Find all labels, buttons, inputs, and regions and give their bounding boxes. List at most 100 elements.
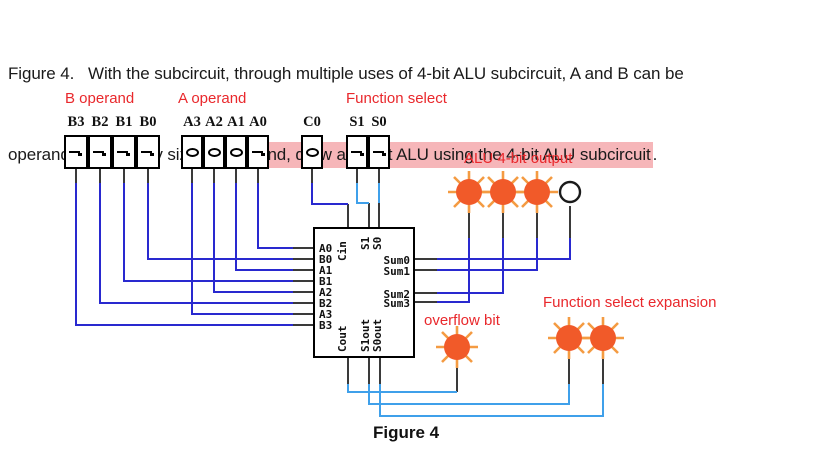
label-overflow-bit: overflow bit [424,312,500,329]
toggle-switch-icon[interactable] [136,135,160,169]
switch-label: B1 [115,114,133,130]
pin-label-cout: Cout [336,325,349,353]
toggle-switch-icon[interactable] [203,135,225,169]
switch-label: A3 [183,114,201,130]
led-s0out [581,316,625,360]
pin-label-b0: B0 [319,253,333,266]
wire-b0 [147,183,293,260]
led-circle-icon [456,179,482,205]
led-overflow [435,325,479,369]
a-operand-switches: A3 A2 A1 A0 [181,113,269,169]
pin-label-s0out: S0out [371,318,384,352]
wire-b3 [75,183,293,326]
led-sum0 [548,170,592,214]
switch-label: C0 [303,114,321,130]
led-circle-icon [524,179,550,205]
label-a-operand: A operand [178,90,247,107]
switch-cell-b2: B2 [88,113,112,169]
wire-cout [347,384,457,393]
wire-b1 [123,183,293,282]
wire-sum2 [437,238,504,294]
switch-cell-b0: B0 [136,113,160,169]
wire-b2 [99,183,293,304]
switch-cell-s0: S0 [368,113,390,169]
switch-cell-b3: B3 [64,113,88,169]
led-s1out [547,316,591,360]
function-select-switches: S1 S0 [346,113,390,169]
pin-stubs [75,169,604,392]
led-sum1 [515,170,559,214]
chip-left-pin-labels: A0 B0 A1 B1 A2 B2 A3 B3 [319,243,332,331]
select-wires [347,183,604,417]
led-off-circle-icon [558,180,582,204]
wire-sum1 [437,238,538,271]
toggle-switch-icon[interactable] [64,135,88,169]
toggle-switch-icon[interactable] [225,135,247,169]
led-circle-icon [556,325,582,351]
label-function-select-expansion: Function select expansion [543,294,717,311]
switch-label: S0 [371,114,387,130]
wire-a3 [191,183,293,315]
switch-cell-a0: A0 [247,113,269,169]
switch-label: A0 [249,114,267,130]
toggle-switch-icon[interactable] [88,135,112,169]
pin-label-a2: A2 [319,286,333,299]
toggle-switch-icon[interactable] [301,135,323,169]
wire-s0out [379,384,604,417]
toggle-switch-icon[interactable] [181,135,203,169]
switch-label: B2 [91,114,109,130]
label-b-operand: B operand [65,90,135,107]
figure-caption: Figure 4 [373,423,440,442]
pin-label-s0: S0 [371,236,384,250]
toggle-switch-icon[interactable] [112,135,136,169]
led-icon [516,171,558,213]
toggle-switch-icon[interactable] [346,135,368,169]
pin-label-sum0: Sum0 [383,254,411,267]
led-icon [582,317,624,359]
wire-s1 [356,183,369,204]
alu-subcircuit-block: A0 B0 A1 B1 A2 B2 A3 B3 Sum0 Sum1 Sum2 S… [313,227,415,358]
wire-c0 [311,183,348,205]
switch-label: B0 [139,114,157,130]
description-line2-period: . [652,145,658,164]
label-alu-output: ALU 4-bit output [464,150,573,167]
wire-a1 [235,183,293,271]
pin-label-b3: B3 [319,319,333,332]
pin-label-a3: A3 [319,308,333,321]
switch-cell-a2: A2 [203,113,225,169]
pin-label-a0: A0 [319,242,333,255]
wire-a0 [257,183,293,249]
switch-cell-a1: A1 [225,113,247,169]
toggle-switch-icon[interactable] [247,135,269,169]
switch-cell-s1: S1 [346,113,368,169]
pin-label-sum1: Sum1 [383,265,411,278]
pin-label-cin: Cin [336,241,349,261]
carry-in-switch: C0 [301,113,323,169]
b-operand-switches: B3 B2 B1 B0 [64,113,160,169]
pin-label-b1: B1 [319,275,333,288]
wire-sum3 [437,238,470,303]
switch-cell-b1: B1 [112,113,136,169]
label-function-select: Function select [346,90,447,107]
switch-label: A2 [205,114,223,130]
pin-label-b2: B2 [319,297,333,310]
led-icon [548,317,590,359]
switch-cell-c0: C0 [301,113,323,169]
led-circle-icon [444,334,470,360]
wire-a2 [213,183,293,293]
pin-label-a1: A1 [319,264,333,277]
switch-cell-a3: A3 [181,113,203,169]
led-icon [558,180,582,204]
switch-label: B3 [67,114,85,130]
switch-label: A1 [227,114,245,130]
led-circle-icon [590,325,616,351]
description-line-1: Figure 4. With the subcircuit, through m… [8,64,684,83]
wire-s1out [368,384,570,405]
wire-sum0 [437,238,571,260]
pin-label-sum3: Sum3 [383,297,411,310]
toggle-switch-icon[interactable] [368,135,390,169]
led-circle-icon [490,179,516,205]
operand-wires [75,183,571,326]
